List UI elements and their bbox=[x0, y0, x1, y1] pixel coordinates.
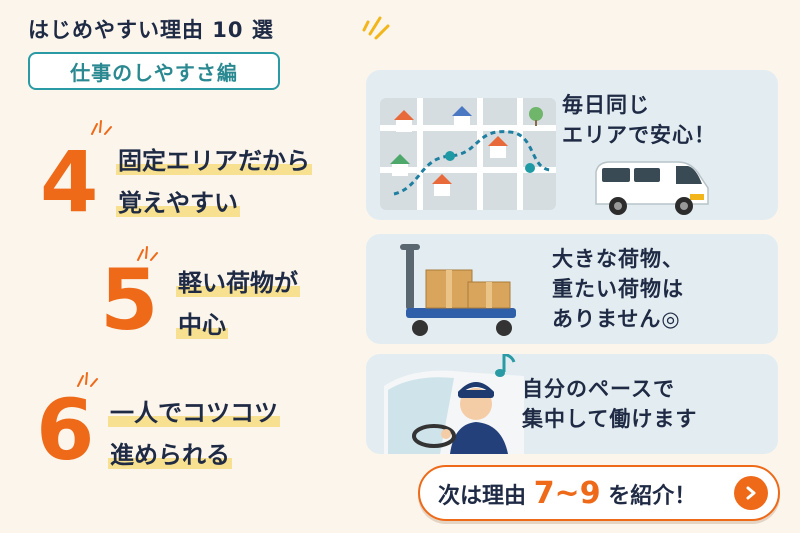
feature-4-card-line1: 毎日同じ bbox=[562, 93, 650, 117]
page-title: はじめやすい理由 10 選 bbox=[28, 18, 274, 42]
chevron-right-icon[interactable] bbox=[734, 476, 768, 510]
feature-6-card-line1: 自分のペースで bbox=[522, 377, 675, 401]
feature-number-4: 4 bbox=[40, 133, 99, 231]
feature-5-card-line3: ありません◎ bbox=[552, 307, 681, 331]
feature-5-line1: 軽い荷物が bbox=[176, 269, 300, 297]
feature-6-card-line2: 集中して働けます bbox=[522, 407, 698, 431]
feature-6-line2: 進められる bbox=[108, 441, 232, 469]
feature-5-line2: 中心 bbox=[176, 311, 228, 339]
cart-with-boxes-icon bbox=[400, 244, 516, 336]
feature-number-5: 5 bbox=[100, 251, 159, 349]
feature-5-text: 軽い荷物が 中心 bbox=[176, 262, 300, 346]
feature-5-card-line1: 大きな荷物、 bbox=[552, 247, 684, 271]
feature-4-card: 毎日同じ エリアで安心！ bbox=[366, 70, 778, 220]
sparkle-icon bbox=[91, 120, 112, 135]
feature-4-card-text: 毎日同じ エリアで安心！ bbox=[562, 90, 716, 150]
feature-4-text: 固定エリアだから 覚えやすい bbox=[116, 140, 312, 224]
feature-number-6: 6 bbox=[36, 381, 95, 479]
feature-4-line2: 覚えやすい bbox=[116, 189, 240, 217]
subtitle-text: 仕事のしやすさ編 bbox=[70, 60, 238, 85]
feature-6-text: 一人でコツコツ 進められる bbox=[108, 392, 280, 476]
feature-5-card-line2: 重たい荷物は bbox=[552, 277, 684, 301]
feature-4-card-line2: エリアで安心！ bbox=[562, 123, 716, 147]
music-note-icon bbox=[495, 354, 516, 377]
sparkle-icon bbox=[77, 372, 98, 387]
cta-suffix: を紹介！ bbox=[608, 483, 697, 509]
cta-prefix: 次は理由 bbox=[438, 483, 527, 509]
subtitle-badge: 仕事のしやすさ編 bbox=[28, 52, 280, 90]
feature-6-card: 自分のペースで 集中して働けます bbox=[366, 354, 778, 454]
van-icon bbox=[595, 161, 709, 215]
next-reasons-button[interactable]: 次は理由 7~9 を紹介！ bbox=[418, 465, 780, 521]
feature-6-card-text: 自分のペースで 集中して働けます bbox=[522, 374, 697, 434]
cta-range: 7~9 bbox=[533, 475, 601, 511]
map-icon bbox=[380, 98, 556, 210]
cta-text: 次は理由 7~9 を紹介！ bbox=[438, 476, 696, 511]
feature-5-card: 大きな荷物、 重たい荷物は ありません◎ bbox=[366, 234, 778, 344]
feature-4-line1: 固定エリアだから bbox=[116, 147, 312, 175]
driver-icon bbox=[384, 370, 524, 454]
feature-5-card-text: 大きな荷物、 重たい荷物は ありません◎ bbox=[552, 244, 684, 334]
feature-6-line1: 一人でコツコツ bbox=[108, 399, 280, 427]
sparkle-icon bbox=[362, 16, 390, 40]
sparkle-icon bbox=[137, 246, 158, 261]
